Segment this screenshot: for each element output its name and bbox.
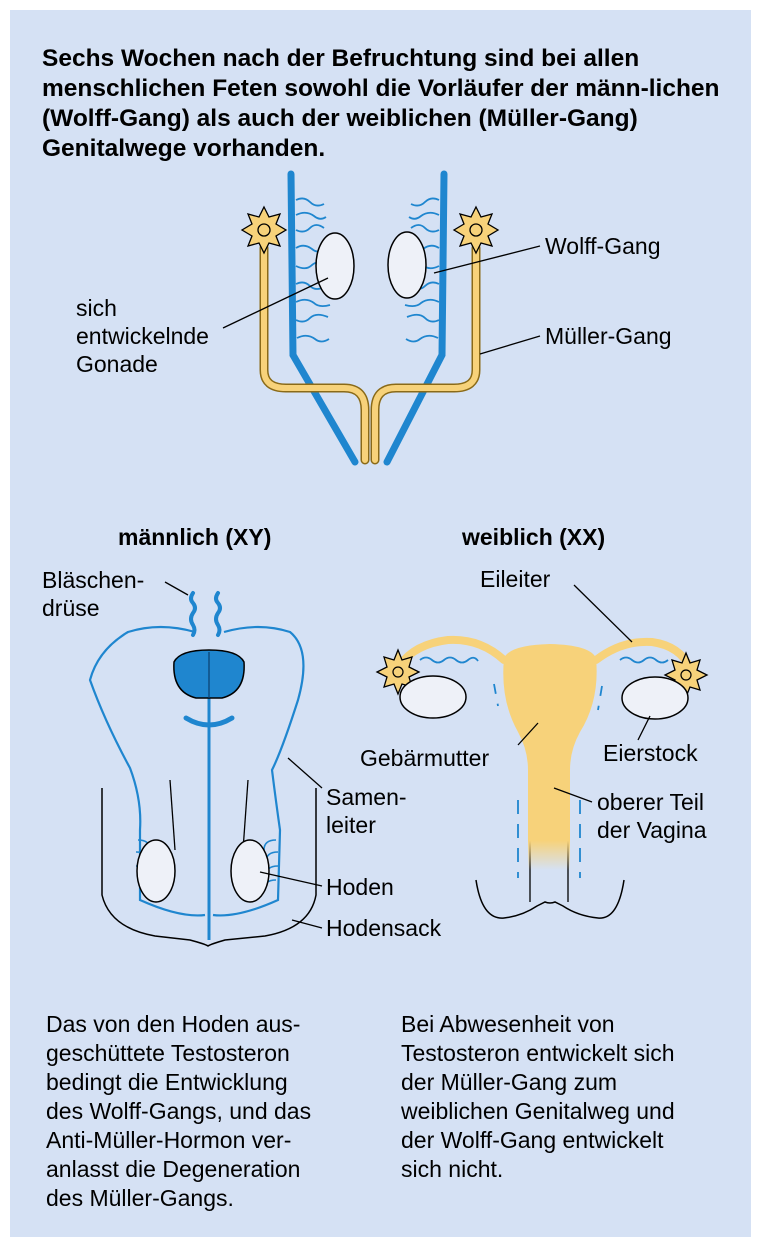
label-uterus: Gebärmutter <box>360 745 490 771</box>
label-vagina: oberer Teil der Vagina <box>597 789 707 843</box>
heading-male: männlich (XY) <box>118 524 272 550</box>
testis-left <box>136 839 176 903</box>
gonad-right <box>387 231 427 299</box>
label-mueller-gang: Müller-Gang <box>545 323 672 349</box>
scrotum-outline <box>101 788 317 947</box>
testis-right <box>230 839 270 903</box>
vulva-outline <box>475 879 625 919</box>
label-vas-deferens: Samen- leiter <box>326 784 407 838</box>
thigh-line-left <box>169 779 176 851</box>
leader-wolff <box>433 245 541 274</box>
bulbourethral-gland <box>183 715 235 728</box>
seminal-vesicle-left <box>189 591 197 637</box>
ovary-left <box>399 675 467 719</box>
leader-testis <box>259 871 323 887</box>
mueller-ducts <box>259 243 481 465</box>
leader-scrotum <box>291 919 323 929</box>
wolff-duct-right <box>383 170 448 466</box>
mueller-funnel-right <box>452 205 500 255</box>
headline: Sechs Wochen nach der Befruchtung sind b… <box>42 45 720 162</box>
female-tract <box>375 584 709 919</box>
thigh-line-right <box>242 779 249 851</box>
seminal-vesicle-right <box>214 591 222 637</box>
leader-oviduct <box>573 584 633 643</box>
leader-gonad <box>222 277 329 329</box>
label-oviduct: Eileiter <box>480 566 551 592</box>
leader-vagina <box>553 787 593 803</box>
uterus <box>503 644 597 770</box>
label-ovary: Eierstock <box>603 740 698 766</box>
vagina-fill <box>528 765 570 870</box>
label-wolff-gang: Wolff-Gang <box>545 233 661 259</box>
oviduct-left <box>396 635 508 669</box>
oviduct-right <box>592 637 694 672</box>
mesonephric-tubules-left <box>295 197 331 343</box>
caption-male: Das von den Hoden aus- geschüttete Testo… <box>46 1011 312 1211</box>
label-gonad: sich entwickelnde Gonade <box>76 295 209 377</box>
leader-vas <box>287 757 323 789</box>
wolff-remnants <box>419 656 669 878</box>
gonad-left <box>315 232 355 300</box>
vas-deferens-right <box>212 625 305 917</box>
leader-uterus <box>517 722 539 746</box>
label-testis: Hoden <box>326 874 394 900</box>
figure-panel: Sechs Wochen nach der Befruchtung sind b… <box>10 10 751 1237</box>
label-seminal-vesicle: Bläschen- drüse <box>42 567 145 621</box>
wolff-duct-left <box>287 170 359 466</box>
heading-female: weiblich (XX) <box>462 524 606 550</box>
male-tract <box>88 581 323 947</box>
ovary-right <box>621 676 689 720</box>
leader-mueller <box>479 335 541 355</box>
development-diagram <box>88 170 709 947</box>
vas-deferens-left <box>88 625 206 917</box>
mueller-funnel-left <box>240 205 288 255</box>
indifferent-stage <box>222 170 541 466</box>
leader-seminal <box>164 581 189 596</box>
label-scrotum: Hodensack <box>326 915 442 941</box>
caption-female: Bei Abwesenheit von Testosteron entwicke… <box>401 1011 675 1182</box>
leader-ovary <box>637 715 651 741</box>
